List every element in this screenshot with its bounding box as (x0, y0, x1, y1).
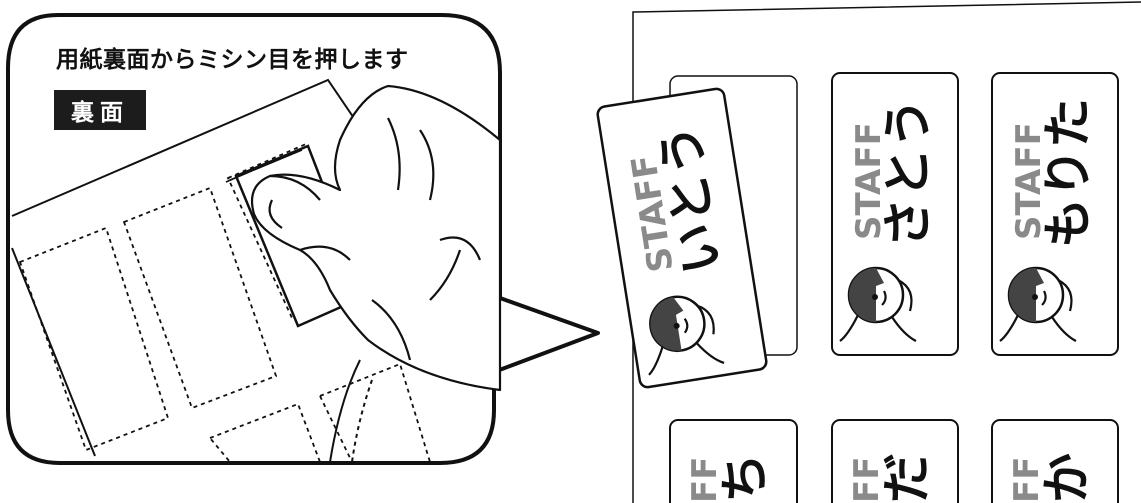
card-name-label: もりた (1039, 98, 1097, 248)
card-name-label: だ (878, 453, 936, 503)
card-staff-label: STAFF (1009, 122, 1049, 240)
card-staff-label: FF (1007, 457, 1047, 503)
hand-illustration (250, 84, 502, 463)
card-name-label: さとう (879, 98, 937, 248)
name-card: STAFF もりた (991, 72, 1119, 356)
name-card: STAFF さとう (831, 72, 959, 356)
card-name-label: ち (716, 453, 774, 503)
card-name-label: か (1038, 453, 1096, 503)
card-staff-label: FF (685, 457, 725, 503)
name-card: FF か (991, 419, 1119, 503)
instruction-text: 用紙裏面からミシン目を押します (56, 47, 409, 73)
card-staff-label: STAFF (849, 122, 889, 240)
name-card: FF ち (669, 419, 798, 503)
peeled-name-card: STAFF いとう (596, 87, 768, 389)
name-card: FF だ (831, 419, 959, 503)
card-staff-label: FF (847, 457, 887, 503)
back-side-label: 裏面 (54, 90, 146, 130)
